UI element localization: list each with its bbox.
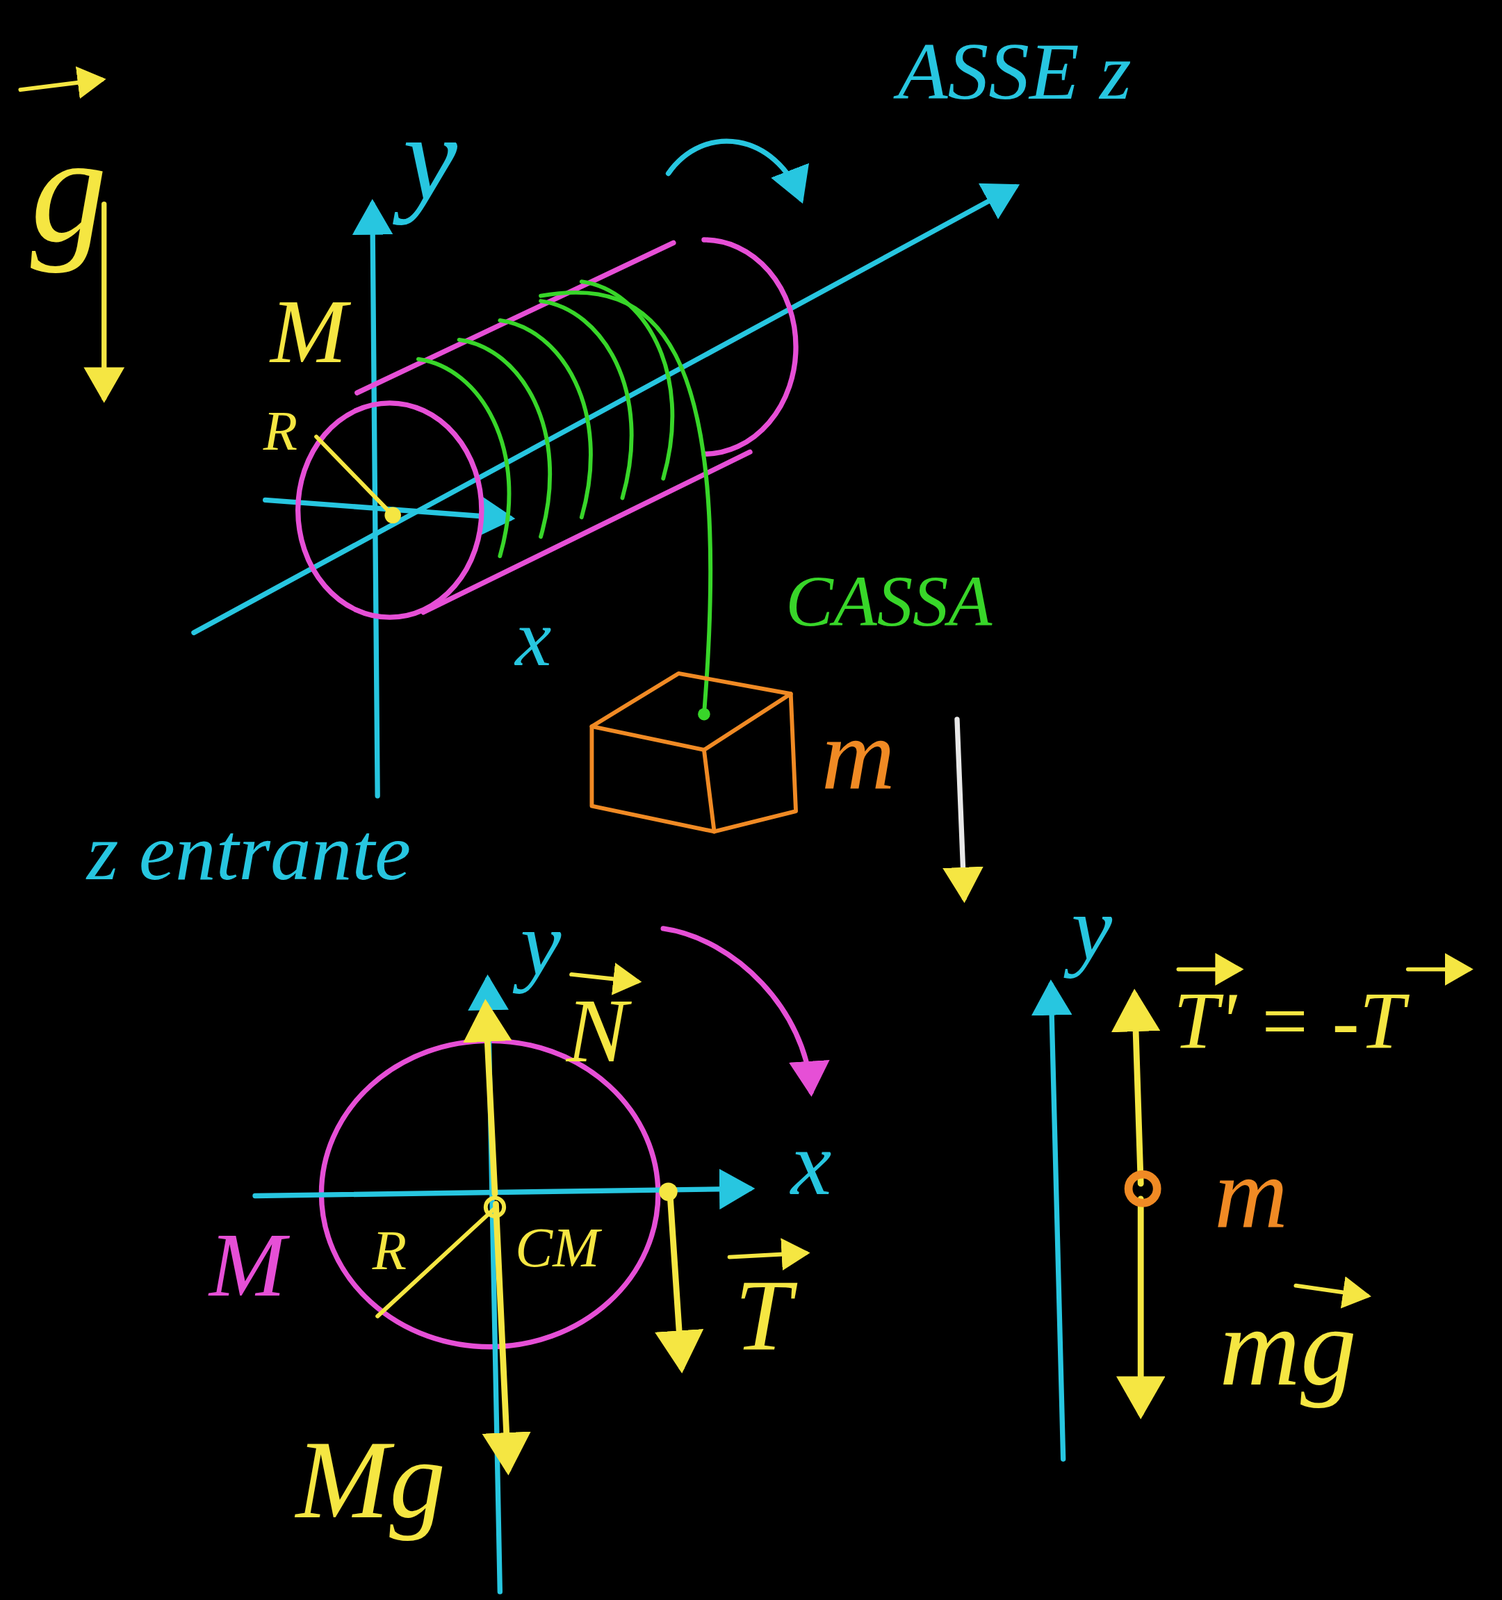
- force-label: mg: [1219, 1290, 1357, 1403]
- force-label: N: [566, 984, 628, 1077]
- radius-label: R: [372, 1222, 407, 1279]
- force-label: T: [734, 1264, 792, 1368]
- radius-label: R: [263, 403, 298, 460]
- axis-label: ASSE z: [898, 30, 1132, 112]
- equation-label: T' = -T: [1173, 979, 1405, 1061]
- mass-label: M: [209, 1219, 286, 1311]
- axis-label: x: [790, 1116, 832, 1209]
- axis-label: x: [515, 597, 552, 679]
- object-label: CASSA: [785, 566, 992, 639]
- force-label: Mg: [296, 1423, 446, 1536]
- axis-label: y: [1071, 882, 1113, 975]
- center-of-mass-label: CM: [515, 1219, 600, 1276]
- axis-note: z entrante: [86, 811, 411, 893]
- mass-label: m: [821, 704, 896, 807]
- mass-label: m: [1214, 1142, 1288, 1245]
- axis-label: y: [520, 898, 562, 990]
- axis-label: y: [403, 96, 458, 219]
- vector-label: g: [30, 111, 108, 265]
- mass-label: M: [270, 285, 347, 378]
